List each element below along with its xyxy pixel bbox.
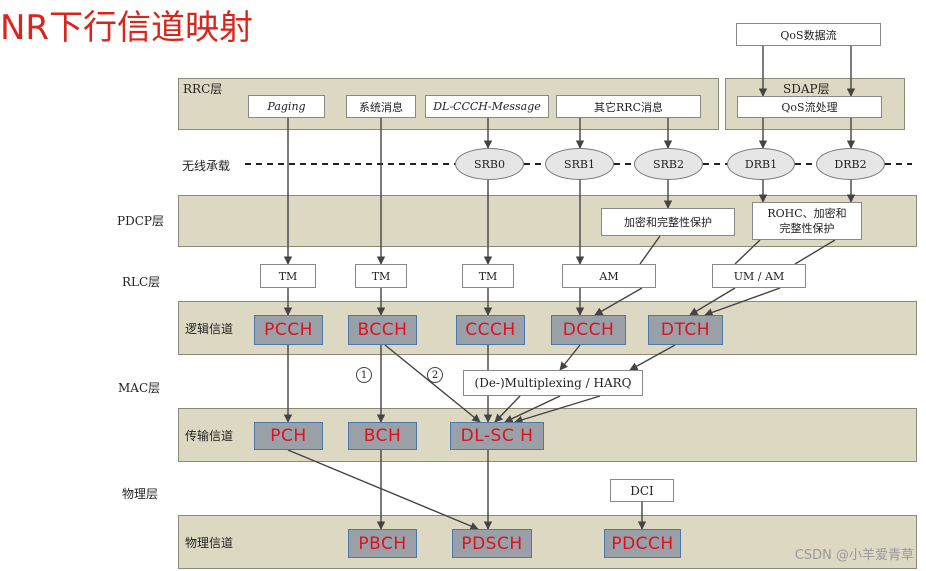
dl-ccch-message-box: DL-CCCH-Message (425, 95, 549, 118)
transport-pch: PCH (254, 422, 323, 450)
integrity-protection-box: 加密和完整性保护 (601, 208, 735, 236)
logical-pcch: PCCH (254, 315, 323, 345)
bearer-drb1: DRB1 (727, 148, 795, 180)
logical-bcch: BCCH (348, 315, 417, 345)
transport-dl-sch: DL-SC H (450, 422, 544, 450)
logical-ccch: CCCH (456, 315, 525, 345)
qos-flow-box: QoS数据流 (736, 23, 881, 46)
logical-dtch: DTCH (648, 315, 723, 345)
physical-channel-label: 物理信道 (185, 536, 234, 550)
paging-box: Paging (248, 95, 325, 118)
pdcp-layer-label: PDCP层 (117, 214, 164, 228)
physical-pbch: PBCH (348, 529, 417, 558)
logical-dcch: DCCH (551, 315, 626, 345)
rlc-layer-label: RLC层 (122, 275, 161, 289)
watermark: CSDN @小羊爱青草 (794, 548, 914, 563)
rlc-tm-paging: TM (260, 264, 316, 288)
dci-box: DCI (610, 479, 674, 502)
qos-processing-box: QoS流处理 (737, 96, 882, 118)
physical-channel-band (178, 515, 917, 569)
bearer-srb1: SRB1 (545, 148, 614, 180)
other-rrc-box: 其它RRC消息 (556, 95, 701, 118)
rlc-tm-system: TM (355, 264, 407, 288)
route-marker-2: 2 (427, 367, 443, 383)
rohc-line-1: ROHC、加密和 (767, 207, 847, 220)
bearer-srb0: SRB0 (455, 148, 524, 180)
rohc-box: ROHC、加密和 完整性保护 (752, 202, 862, 240)
mac-mux-harq-box: (De-)Multiplexing / HARQ (463, 370, 643, 396)
rlc-tm-ccch: TM (462, 264, 514, 288)
rlc-um-am: UM / AM (712, 264, 806, 288)
rlc-am: AM (562, 264, 656, 288)
rohc-line-2: 完整性保护 (779, 222, 835, 235)
bearer-srb2: SRB2 (634, 148, 703, 180)
physical-pdcch: PDCCH (604, 529, 681, 558)
radio-bearer-label: 无线承载 (182, 159, 231, 173)
bearer-drb2: DRB2 (816, 148, 885, 180)
physical-pdsch: PDSCH (452, 529, 532, 558)
logical-channel-label: 逻辑信道 (185, 322, 234, 336)
phy-layer-label: 物理层 (122, 487, 159, 501)
rrc-layer-label: RRC层 (183, 82, 223, 96)
sdap-layer-label: SDAP层 (783, 82, 830, 96)
route-marker-1: 1 (356, 367, 372, 383)
mac-layer-label: MAC层 (118, 381, 161, 395)
system-info-box: 系统消息 (346, 95, 416, 118)
transport-channel-label: 传输信道 (185, 429, 234, 443)
transport-bch: BCH (348, 422, 417, 450)
page-title: NR下行信道映射 (0, 8, 254, 48)
